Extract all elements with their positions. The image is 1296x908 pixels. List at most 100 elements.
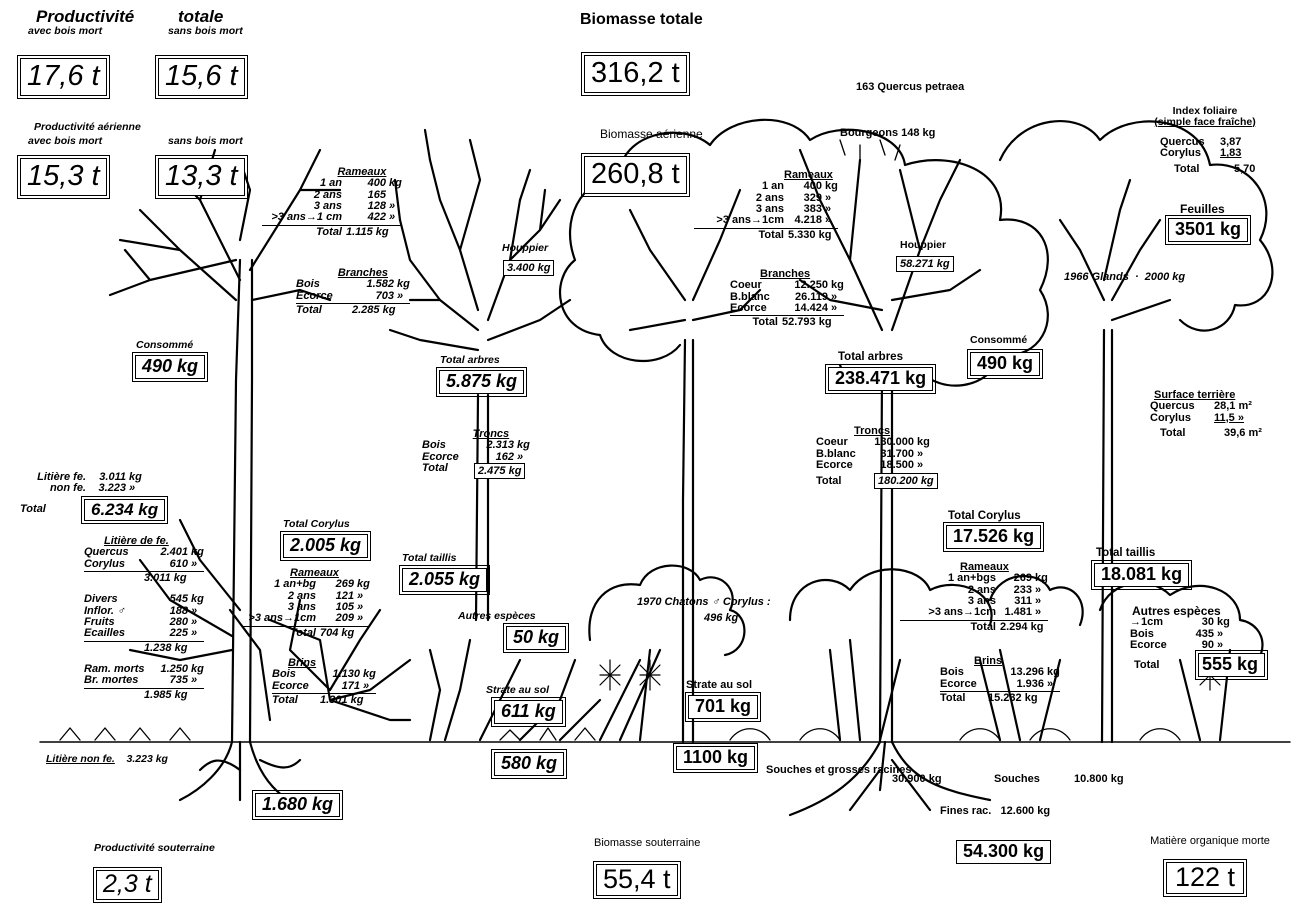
index-foliaire-title: Index foliaire(simple face fraîche) — [1120, 106, 1290, 127]
left-rameaux-total-label: Total — [262, 227, 346, 238]
litiere-fe-r1-label: Corylus — [84, 559, 148, 570]
species-label: 163 Quercus petraea — [856, 82, 964, 93]
right-troncs-r2-value: 18.500 — [860, 460, 914, 471]
right-brins-r0-value: 13.296 — [994, 667, 1044, 678]
right-branches-r2-value: 14.424 — [782, 303, 828, 314]
left-troncs-total-label: Total — [422, 463, 474, 479]
left-strate-value: 611 kg — [494, 700, 563, 724]
productivite-title-a: Productivité — [36, 8, 134, 25]
right-total-arbres-value: 238.471 kg — [828, 367, 933, 391]
right-rameaux-total: 5.330 kg — [788, 230, 831, 241]
glands-label: 1966 Glands — [1064, 271, 1129, 283]
left-total-corylus-value: 2.005 kg — [283, 534, 368, 558]
right-consomme-value: 490 kg — [970, 352, 1040, 376]
left-rc-r0-label: 1 an+bg — [242, 579, 320, 590]
surface-terriere-table: Surface terrière Quercus28,1 m² Corylus1… — [1150, 390, 1262, 439]
left-rc-r0-value: 269 — [320, 579, 354, 590]
right-ae-r0-unit: kg — [1214, 617, 1230, 628]
left-troncs-r0-label: Bois — [422, 440, 474, 451]
right-troncs-r2-unit: » — [914, 460, 923, 471]
right-rameaux-r3-unit: » — [822, 215, 831, 226]
left-branches-r0-label: Bois — [296, 279, 352, 290]
litiere-fe-r0-value: 2.401 — [148, 547, 188, 558]
left-rc-r3-value: 209 — [320, 613, 354, 624]
left-rc-r3-unit: » — [354, 613, 363, 624]
right-houppier-label: Houppier — [900, 240, 946, 251]
litiere-fe-r7-value: 735 — [148, 675, 188, 686]
litiere-summary-r1-unit: » — [126, 483, 135, 494]
matiere-organique-title: Matière organique morte — [1150, 836, 1270, 847]
left-brins-total: 1.301 kg — [320, 695, 363, 706]
right-rc-r0-unit: kg — [1032, 573, 1048, 584]
left-houppier-label: Houppier — [502, 243, 548, 254]
right-total-taillis-label: Total taillis — [1096, 548, 1155, 560]
right-branches-total: 52.793 kg — [782, 317, 832, 328]
right-brins-table: Brins Bois13.296kg Ecorce1.936» Total15.… — [940, 656, 1060, 704]
right-ae-r0-value: 30 — [1178, 617, 1214, 628]
litiere-fe-r5-value: 225 — [148, 628, 188, 639]
avec-bois-mort-label: avec bois mort — [28, 26, 88, 37]
right-ae-total: 555 kg — [1198, 653, 1265, 677]
left-brins-r0-label: Bois — [272, 669, 320, 680]
right-sol-value: 1100 kg — [676, 746, 755, 770]
right-rameaux-r0-value: 400 — [788, 181, 822, 192]
left-rameaux-r0-label: 1 an — [262, 178, 346, 189]
litiere-fe-r7-label: Br. mortes — [84, 675, 148, 686]
st-r1-value: 11,5 » — [1214, 413, 1244, 424]
right-ae-r2-label: Ecorce — [1124, 640, 1178, 651]
productivite-aerienne-sans: 13,3 t — [158, 158, 245, 196]
biomasse-aerienne-title: Biomasse aérienne — [600, 128, 676, 140]
left-consomme-label: Consommé — [136, 340, 193, 351]
left-branches-total-label: Total — [296, 305, 352, 316]
st-r1-label: Corylus — [1150, 413, 1214, 424]
right-brins-r1-label: Ecorce — [940, 679, 994, 690]
right-branches-total-label: Total — [730, 317, 782, 328]
litiere-fe-r2-unit: kg — [188, 594, 204, 605]
right-troncs-table: Troncs Coeur130.000kg B.blanc31.700» Eco… — [816, 426, 938, 489]
right-rc-r3-value: 1.481 — [1000, 607, 1032, 618]
left-rc-r0-unit: kg — [354, 579, 370, 590]
right-brins-total-label: Total — [940, 693, 988, 704]
left-rameaux-r0-value: 400 — [346, 178, 386, 189]
right-troncs-r2-label: Ecorce — [816, 460, 860, 471]
biomasse-souterraine-title: Biomasse souterraine — [594, 838, 684, 849]
right-rc-r3-label: >3 ans→1cm — [900, 607, 1000, 618]
litiere-fe-r1-value: 610 — [148, 559, 188, 570]
souches-grosses-label: Souches et grosses racines — [766, 765, 858, 776]
if-total-label: Total — [1160, 164, 1234, 175]
aerienne-avec-label: avec bois mort — [28, 136, 88, 147]
right-ae-r2-unit: » — [1214, 640, 1223, 651]
right-consomme-label: Consommé — [970, 335, 1027, 346]
left-sol-value: 580 kg — [494, 752, 564, 776]
glands-value: 2000 kg — [1145, 271, 1185, 283]
litiere-fe-r7-unit: » — [188, 675, 197, 686]
right-rc-total-label: Total — [946, 622, 1000, 633]
left-troncs-r1-unit: » — [514, 452, 523, 463]
right-ae-r2-value: 90 — [1178, 640, 1214, 651]
left-brins-total-label: Total — [272, 695, 320, 706]
left-troncs-r0-value: 2.313 — [474, 440, 514, 451]
if-r1-value: 1,83 — [1220, 148, 1241, 159]
left-oak-trunk — [232, 260, 252, 742]
right-branches-r2-unit: » — [828, 303, 837, 314]
left-branches-total: 2.285 kg — [352, 305, 395, 316]
left-consomme-value: 490 kg — [135, 355, 205, 379]
left-rameaux-corylus-table: Rameaux 1 an+bg269kg 2 ans121» 3 ans105»… — [242, 568, 370, 639]
litiere-fe-sub: 3.011 kg — [144, 573, 187, 584]
left-branches-r1-unit: » — [394, 291, 403, 302]
right-ae-r0-label: →1cm — [1124, 617, 1178, 628]
chatons-label: 1970 Chatons ♂ Corylus : — [637, 597, 771, 608]
productivite-souterraine-title: Productivité souterraine — [94, 843, 174, 854]
right-brins-r0-unit: kg — [1044, 667, 1060, 678]
right-rameaux-corylus-table: Rameaux 1 an+bgs269kg 2 ans233» 3 ans311… — [900, 562, 1048, 633]
souches-grosses-value: 30.900 kg — [892, 774, 942, 785]
biomasse-souterraine-value: 55,4 t — [596, 864, 678, 896]
right-troncs-r0-label: Coeur — [816, 437, 860, 448]
litiere-fe-r5-label: Ecailles — [84, 628, 148, 639]
right-brins-r1-value: 1.936 — [994, 679, 1044, 690]
right-rameaux-r0-label: 1 an — [694, 181, 788, 192]
